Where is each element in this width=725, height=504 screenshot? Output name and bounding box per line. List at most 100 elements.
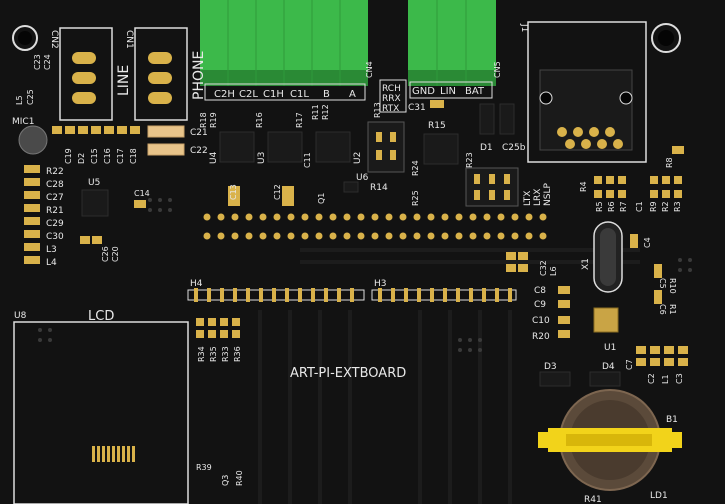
gpio-header-40pin xyxy=(203,213,547,240)
ref-u1: U1 xyxy=(604,343,616,353)
board-title: ART-PI-EXTBOARD xyxy=(290,366,406,381)
mounting-hole-right xyxy=(651,23,681,53)
lrx-label: LRX xyxy=(533,189,543,206)
ref-r41: R41 xyxy=(584,495,602,504)
ic-u4 xyxy=(219,131,255,163)
ic-u3 xyxy=(267,131,303,163)
ref-r23: R23 xyxy=(465,152,474,168)
rtx-label: RTX xyxy=(382,104,399,114)
ref-x1: X1 xyxy=(581,258,591,270)
ref-u3: U3 xyxy=(257,152,267,164)
ref-r17: R17 xyxy=(295,112,304,128)
ref-c7: C7 xyxy=(625,359,634,370)
cn2-ref: CN2 xyxy=(49,30,59,49)
cap-c26 xyxy=(80,236,90,244)
ref-r20: R20 xyxy=(532,332,550,342)
ic-u5 xyxy=(81,189,109,217)
rrx-label: RRX xyxy=(382,94,401,104)
cap-c22 xyxy=(147,143,185,156)
mounting-hole-left xyxy=(12,25,38,51)
ref-r12: R12 xyxy=(321,104,330,120)
rch-outline xyxy=(379,79,407,113)
pin-header-h3 xyxy=(371,288,517,302)
ref-r7: R7 xyxy=(619,201,628,212)
cn5-pin-gnd: GND xyxy=(412,86,435,97)
terminal-block-cn4 xyxy=(200,0,368,101)
ref-r16: R16 xyxy=(255,112,264,128)
ref-h3: H3 xyxy=(374,279,387,289)
ref-r3: R3 xyxy=(673,201,682,212)
ref-l5: L5 xyxy=(15,95,24,105)
trace-layer xyxy=(258,248,640,504)
ref-c18: C17 xyxy=(116,148,125,164)
mic-ref: MIC1 xyxy=(12,117,34,127)
cn4-pin-c1h: C1H xyxy=(263,89,284,100)
ref-c1: C1 xyxy=(635,201,644,212)
diode-d1 xyxy=(479,103,495,135)
diode-d4 xyxy=(589,371,621,387)
cn4-pin-c1l: C1L xyxy=(290,89,309,100)
ref-r11: R11 xyxy=(311,104,320,120)
cn1-ref: CN1 xyxy=(124,30,134,49)
ref-c20: C19 xyxy=(64,148,73,164)
ref-c10: C10 xyxy=(532,316,550,326)
ref-r34: R34 xyxy=(197,346,206,362)
resistor-array-r33-36 xyxy=(196,318,240,338)
ref-r14: Q1 xyxy=(317,193,326,204)
ref-r25: R25 xyxy=(411,190,420,206)
ref-c14: C14 xyxy=(134,189,150,198)
ref-r2: R2 xyxy=(661,201,670,212)
ref-c15: D2 xyxy=(77,153,86,164)
phone-label: PHONE xyxy=(191,51,207,100)
ref-u5: U5 xyxy=(88,178,100,188)
ref-c29: C29 xyxy=(46,219,64,229)
ref-r35: R35 xyxy=(209,346,218,362)
ref-r19: R19 xyxy=(209,112,218,128)
cn4-ref: CN4 xyxy=(365,61,374,78)
ref-c26: C20 xyxy=(111,246,120,262)
ref-r21: R21 xyxy=(46,206,64,216)
audio-jack-cn1 xyxy=(134,27,188,121)
cn5-pin-lin: LIN xyxy=(440,86,456,97)
ref-c2: C2 xyxy=(647,373,656,384)
cap-c12 xyxy=(282,186,294,206)
cn4-pin-c2l: C2L xyxy=(239,89,258,100)
cap-c25b xyxy=(92,236,102,244)
ref-d4: D4 xyxy=(602,362,615,372)
ref-l3: L3 xyxy=(46,245,57,255)
cn4-pin-a: A xyxy=(349,89,356,100)
ref-r6: R6 xyxy=(607,201,616,212)
terminal-block-cn5 xyxy=(408,0,496,99)
diode-d2 xyxy=(499,103,515,135)
j1-ref: J1 xyxy=(519,23,529,32)
cn4-pin-c2h: C2H xyxy=(214,89,235,100)
microphone xyxy=(18,125,48,155)
ref-u6: R15 xyxy=(428,121,446,131)
pin-header-h4 xyxy=(187,288,365,302)
ref-r8: R8 xyxy=(665,157,674,168)
cap-c21 xyxy=(147,125,185,138)
ref-c27: C27 xyxy=(46,193,64,203)
ref-c25: C25 xyxy=(26,89,35,105)
ref-c17: C16 xyxy=(103,148,112,164)
nslp-label: NSLP xyxy=(543,183,553,206)
lcd-fpc-pads xyxy=(92,446,135,462)
ref-c19: C18 xyxy=(129,148,138,164)
ref-c8: C8 xyxy=(534,286,546,296)
ref-u2: U2 xyxy=(353,152,363,164)
ref-d1: D1 xyxy=(480,143,493,153)
ref-r15: R14 xyxy=(370,183,388,193)
ref-r5: R5 xyxy=(595,201,604,212)
ltx-label: LTX xyxy=(523,191,533,206)
ref-l4: L4 xyxy=(46,258,57,268)
ref-h4: H4 xyxy=(190,279,203,289)
transistor-q1 xyxy=(343,181,359,193)
ref-c31: C31 xyxy=(408,103,426,113)
ref-r4: R4 xyxy=(579,181,588,192)
ref-r24: R24 xyxy=(411,160,420,176)
ref-c12: C12 xyxy=(273,184,282,200)
right-passives xyxy=(506,146,688,366)
ref-r9: R9 xyxy=(649,201,658,212)
lcd-label: LCD xyxy=(88,309,114,324)
ref-r40: R40 xyxy=(235,470,244,486)
